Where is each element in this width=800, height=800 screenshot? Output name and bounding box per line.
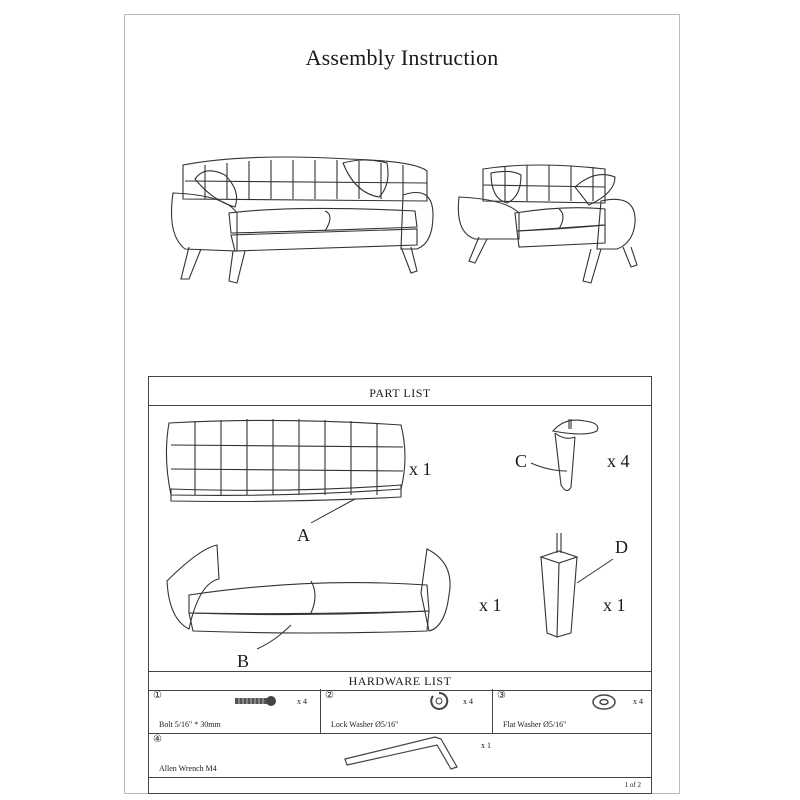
sofa-set-illustration [170, 156, 638, 284]
part-b-qty: x 1 [479, 595, 502, 615]
hardware-number: ④ [153, 734, 162, 745]
sofa-drawing [170, 156, 434, 284]
hardware-name: Allen Wrench M4 [159, 764, 217, 773]
hardware-name: Flat Washer Ø5/16" [503, 720, 567, 729]
hardware-qty: x 4 [463, 697, 473, 706]
hardware-list-heading: HARDWARE LIST [149, 671, 651, 691]
hardware-row-1: ① x 4 Bolt 5/16" * 30mm ② x 4 Lock Washe… [149, 689, 651, 734]
part-b-leader-line [256, 624, 292, 650]
part-b-seat-base-drawing [166, 544, 451, 634]
part-d-leg-drawing [539, 533, 579, 638]
hardware-row-2: ④ x 1 Allen Wrench M4 [149, 733, 651, 778]
part-c-leg-drawing [551, 419, 599, 492]
hardware-name: Lock Washer Ø5/16" [331, 720, 399, 729]
hardware-qty: x 1 [481, 741, 491, 750]
hardware-cell-flat-washer: ③ x 4 Flat Washer Ø5/16" [493, 689, 651, 733]
part-c-label: C [515, 451, 528, 471]
part-c-leader-line [530, 462, 568, 472]
part-b-label: B [237, 651, 250, 671]
page-title: Assembly Instruction [305, 45, 499, 70]
hardware-cell-bolt: ① x 4 Bolt 5/16" * 30mm [149, 689, 321, 733]
bolt-icon [235, 696, 276, 706]
part-a-qty: x 1 [409, 459, 432, 479]
hardware-number: ② [325, 690, 334, 701]
part-d-label: D [615, 537, 628, 557]
part-list-heading: PART LIST [149, 377, 651, 406]
allen-wrench-icon [344, 736, 458, 770]
loveseat-drawing [457, 164, 638, 284]
hardware-number: ③ [497, 690, 506, 701]
part-a-leader-line [310, 498, 356, 524]
lock-washer-icon [430, 691, 449, 710]
page-number: 1 of 2 [624, 781, 641, 789]
part-d-qty: x 1 [603, 595, 626, 615]
hardware-cell-allen-wrench: ④ x 1 Allen Wrench M4 [149, 733, 651, 777]
hardware-qty: x 4 [633, 697, 643, 706]
hardware-number: ① [153, 690, 162, 701]
part-list-box: PART LIST x 1 A C x 4 x 1 B D x 1 HARDWA… [148, 376, 652, 794]
flat-washer-icon [592, 694, 616, 710]
part-c-qty: x 4 [607, 451, 630, 471]
part-a-sofa-back-drawing [165, 419, 406, 503]
part-a-label: A [297, 525, 310, 545]
hardware-qty: x 4 [297, 697, 307, 706]
hardware-cell-lock-washer: ② x 4 Lock Washer Ø5/16" [321, 689, 493, 733]
part-d-leader-line [576, 558, 614, 584]
instruction-page: Assembly Instruction [124, 14, 680, 794]
hardware-name: Bolt 5/16" * 30mm [159, 720, 221, 729]
